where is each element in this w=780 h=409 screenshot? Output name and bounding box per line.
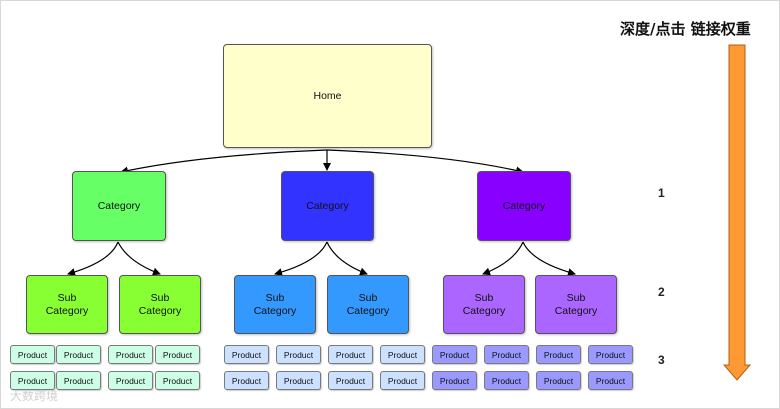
- product-node: Product: [432, 371, 477, 390]
- product-node: Product: [380, 345, 425, 364]
- edge-cat2-sub2: [326, 241, 368, 276]
- watermark: 大数跨境: [10, 389, 59, 403]
- home-node: Home: [223, 44, 432, 148]
- subcategory-label: Sub Category: [253, 291, 297, 317]
- edge-cat2-sub1: [274, 241, 328, 276]
- product-node: Product: [155, 371, 200, 390]
- subcategory-node: Sub Category: [26, 275, 108, 334]
- product-node: Product: [224, 345, 269, 364]
- product-node: Product: [108, 371, 153, 390]
- subcategory-node: Sub Category: [234, 275, 316, 334]
- product-node: Product: [432, 345, 477, 364]
- product-node: Product: [484, 345, 529, 364]
- edge-cat1-sub1: [67, 241, 119, 276]
- edge-cat3-sub1: [482, 241, 524, 276]
- product-node: Product: [276, 371, 321, 390]
- product-node: Product: [56, 345, 101, 364]
- product-node: Product: [155, 345, 200, 364]
- edge-home-category-left: [120, 149, 328, 175]
- product-node: Product: [536, 345, 581, 364]
- level-number-1: 1: [658, 186, 665, 200]
- subcategory-label: Sub Category: [554, 291, 598, 317]
- product-node: Product: [108, 345, 153, 364]
- home-label: Home: [313, 89, 342, 102]
- category-label: Category: [306, 199, 349, 212]
- product-node: Product: [588, 371, 633, 390]
- depth-link-weight-title: 深度/点击 链接权重: [620, 20, 751, 38]
- product-node: Product: [588, 345, 633, 364]
- subcategory-node: Sub Category: [327, 275, 409, 334]
- level-number-2: 2: [658, 285, 665, 299]
- level-number-3: 3: [658, 353, 665, 367]
- category-node-left: Category: [72, 171, 166, 241]
- category-label: Category: [97, 199, 141, 212]
- product-node: Product: [536, 371, 581, 390]
- subcategory-label: Sub Category: [138, 291, 182, 317]
- subcategory-label: Sub Category: [462, 291, 506, 317]
- subcategory-label: Sub Category: [346, 291, 390, 317]
- category-node-middle: Category: [281, 171, 374, 241]
- product-node: Product: [380, 371, 425, 390]
- category-label: Category: [502, 199, 546, 212]
- subcategory-label: Sub Category: [45, 291, 89, 317]
- edge-home-category-right: [326, 149, 524, 175]
- product-node: Product: [328, 345, 373, 364]
- depth-arrow-icon: [722, 44, 752, 381]
- product-node: Product: [10, 345, 55, 364]
- product-node: Product: [276, 345, 321, 364]
- product-node: Product: [224, 371, 269, 390]
- product-node: Product: [484, 371, 529, 390]
- product-node: Product: [328, 371, 373, 390]
- subcategory-node: Sub Category: [119, 275, 201, 334]
- edge-cat1-sub2: [117, 241, 161, 276]
- subcategory-node: Sub Category: [535, 275, 617, 334]
- product-node: Product: [56, 371, 101, 390]
- subcategory-node: Sub Category: [443, 275, 525, 334]
- category-node-right: Category: [477, 171, 571, 241]
- product-node: Product: [10, 371, 55, 390]
- edge-cat3-sub2: [522, 241, 576, 276]
